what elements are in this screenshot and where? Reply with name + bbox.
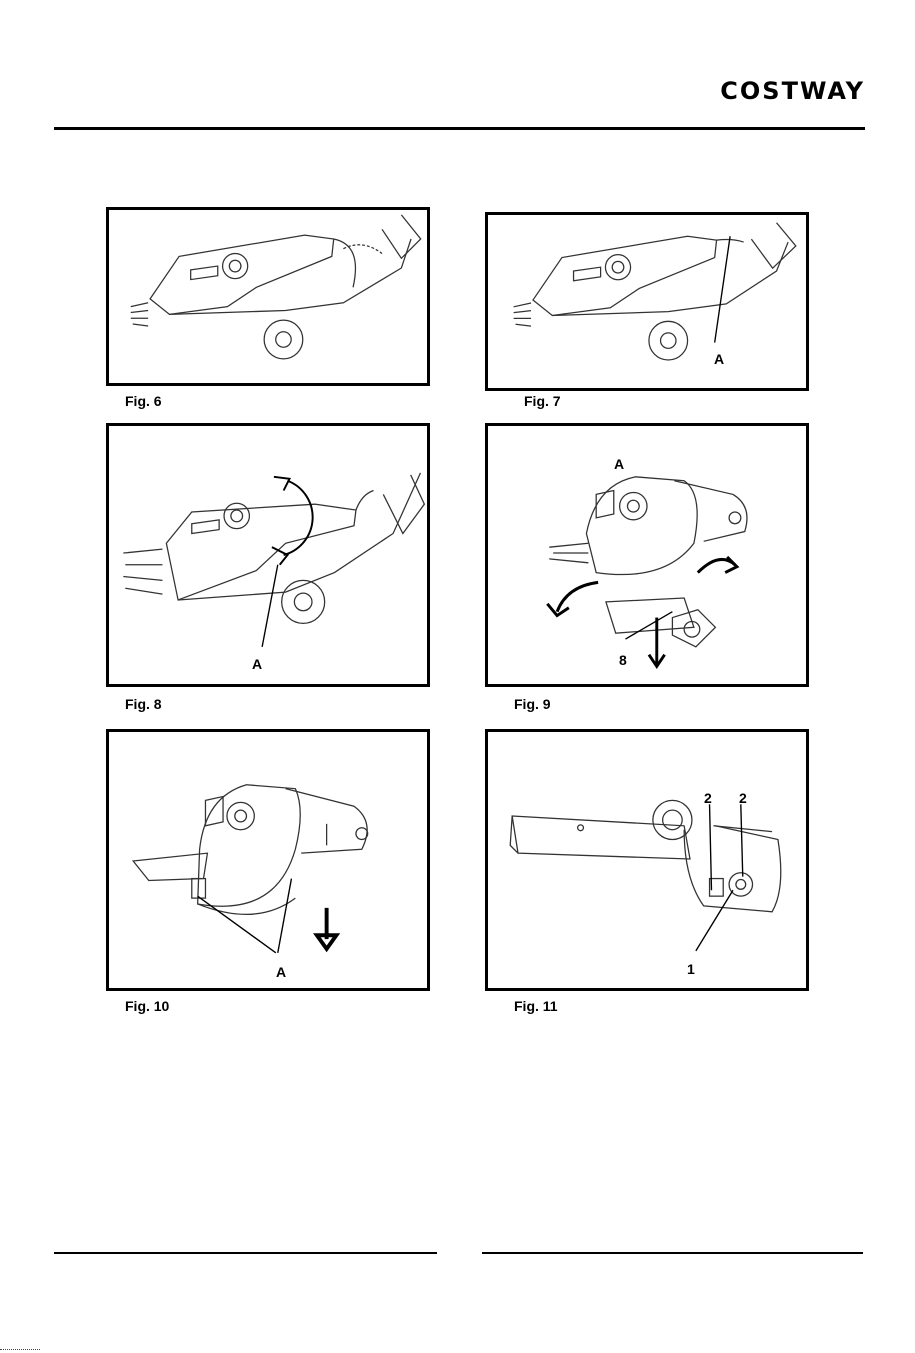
footer-rule-right [482, 1252, 863, 1254]
figure-10-illustration: A [106, 729, 430, 991]
figure-11-caption: Fig. 11 [514, 998, 558, 1014]
figure-6-caption: Fig. 6 [125, 393, 162, 409]
figure-8-caption: Fig. 8 [125, 696, 162, 712]
figure-6-illustration [106, 207, 430, 386]
figure-10-callout-a: A [276, 964, 286, 980]
figure-7-callout-a: A [714, 351, 724, 367]
figure-11-callout-2-right: 2 [739, 790, 747, 806]
page-edge-mark [0, 1349, 40, 1351]
figure-11-callout-1: 1 [687, 961, 695, 977]
brand-logo: COSTWAY [693, 76, 865, 106]
figure-8-illustration: A [106, 423, 430, 687]
figure-7-caption: Fig. 7 [524, 393, 561, 409]
figure-11-illustration: 2 2 1 [485, 729, 809, 991]
figure-9-illustration: A 8 [485, 423, 809, 687]
figure-7-illustration: A [485, 212, 809, 391]
figure-9-callout-a: A [614, 456, 624, 472]
figure-10-caption: Fig. 10 [125, 998, 169, 1014]
figure-8-callout-a: A [252, 656, 262, 672]
figure-11-callout-2-left: 2 [704, 790, 712, 806]
header-rule [54, 127, 865, 130]
figure-9-caption: Fig. 9 [514, 696, 551, 712]
figure-9-callout-8: 8 [619, 652, 627, 668]
footer-rule-left [54, 1252, 437, 1254]
